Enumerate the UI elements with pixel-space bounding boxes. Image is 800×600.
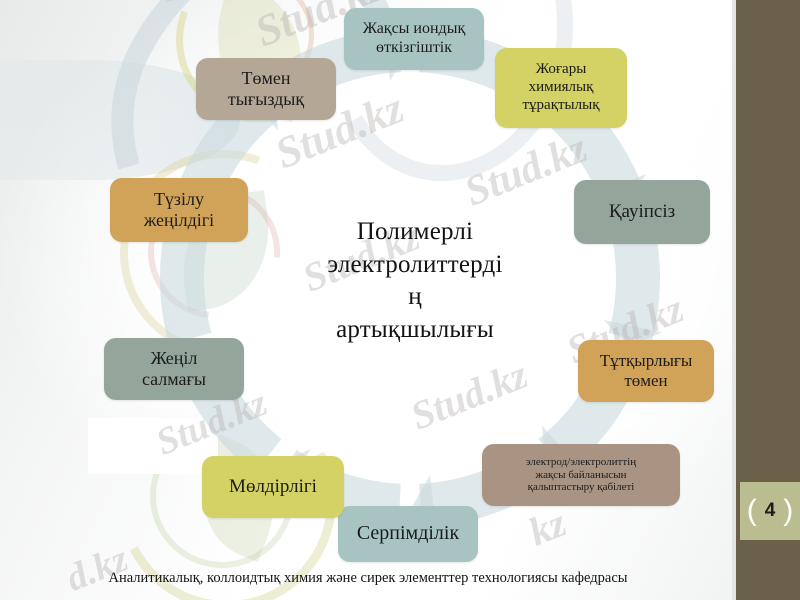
cycle-node-label-line: Жоғары (535, 61, 587, 78)
cycle-node-label: Қауіпсіз (609, 201, 675, 223)
decorative-white-block (88, 418, 218, 474)
cycle-node-label-line: Жақсы иондық (362, 20, 466, 38)
cycle-node-label-line: Түзілу (153, 188, 205, 209)
footer-text: Аналитикалық, коллоидтық химия және сире… (108, 570, 628, 586)
cycle-node-label-line: Қауіпсіз (608, 200, 676, 222)
watermark-text: Stud.kz (404, 351, 534, 439)
watermark-text: kz (522, 499, 573, 555)
cycle-node-label-line: Мөлдірлігі (229, 475, 317, 497)
cycle-node-elasticity[interactable]: Серпімділік (338, 506, 478, 562)
cycle-node-label: Серпімділік (357, 522, 459, 546)
cycle-node-label-line: тұрақтылық (522, 96, 600, 113)
center-title-line: электролиттерді (327, 250, 503, 278)
center-title-line: ң (408, 283, 422, 310)
cycle-node-label-line: салмағы (141, 369, 207, 389)
cycle-node-transparency[interactable]: Мөлдірлігі (202, 456, 344, 518)
cycle-node-label-line: жақсы байланысын (535, 468, 627, 481)
bracket-right-icon: ) (783, 494, 794, 527)
cycle-node-label-line: тығыздық (227, 89, 305, 109)
bracket-left-icon: ( (746, 494, 757, 527)
center-title-line: артықшылығы (336, 315, 494, 343)
cycle-node-label-line: қалыптастыру қабілеті (527, 481, 635, 494)
cycle-node-label-line: жеңілдігі (143, 210, 215, 230)
center-title-line: Полимерлі (356, 218, 474, 245)
cycle-node-label-line: Жеңіл (150, 347, 198, 368)
sidebar-separator (732, 0, 736, 600)
watermark-text: d.kz (60, 537, 134, 600)
page-number-badge: ( 4 ) (740, 482, 800, 540)
cycle-node-label-line: Төмен (241, 67, 291, 88)
cycle-node-label-line: төмен (624, 371, 668, 390)
cycle-node-label-line: химиялық (528, 79, 594, 96)
page-number: 4 (764, 500, 776, 521)
cycle-node-label-line: Серпімділік (356, 522, 460, 545)
cycle-node-safe[interactable]: Қауіпсіз (574, 180, 710, 244)
cycle-node-label-line: өткізгіштік (375, 39, 453, 56)
cycle-node-label: Мөлдірлігі (229, 476, 317, 498)
watermark-text: Stud.kz (150, 0, 299, 13)
cycle-node-label-line: электрод/электролиттің (525, 455, 637, 468)
cycle-node-label-line: Тұтқырлығы (599, 350, 693, 370)
center-title: Полимерлі электролиттерді ң артықшылығы (300, 216, 530, 346)
